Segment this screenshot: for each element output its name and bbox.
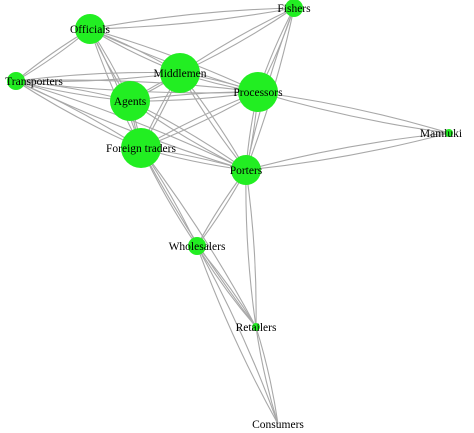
node-officials bbox=[75, 14, 105, 44]
node-label-foreign: Foreign traders bbox=[106, 143, 176, 155]
node-retailers bbox=[252, 323, 260, 331]
edge-processors-mamluki-1 bbox=[257, 91, 450, 134]
node-label-middlemen: Middlemen bbox=[153, 68, 206, 80]
edge-foreign-retailers-1 bbox=[140, 147, 257, 328]
node-transporters bbox=[7, 72, 25, 90]
node-label-transporters: Transporters bbox=[5, 76, 63, 88]
node-label-agents: Agents bbox=[114, 96, 147, 108]
node-label-fishers: Fishers bbox=[277, 3, 311, 15]
node-label-consumers: Consumers bbox=[252, 419, 304, 431]
edge-officials-fishers-0 bbox=[89, 7, 295, 30]
edge-porters-mamluki-0 bbox=[245, 132, 450, 171]
node-processors bbox=[238, 72, 278, 112]
edge-transporters-porters-1 bbox=[15, 80, 247, 171]
node-label-processors: Processors bbox=[233, 87, 283, 99]
node-agents bbox=[110, 81, 150, 121]
node-fishers bbox=[285, 0, 303, 17]
edge-retailers-consumers-0 bbox=[255, 326, 279, 425]
edge-processors-mamluki-0 bbox=[257, 91, 450, 134]
node-foreign bbox=[121, 128, 161, 168]
edge-layer bbox=[15, 7, 450, 425]
node-wholesalers bbox=[188, 237, 206, 255]
edge-transporters-porters-0 bbox=[15, 80, 247, 171]
edge-transporters-processors-1 bbox=[15, 79, 259, 93]
node-label-wholesalers: Wholesalers bbox=[169, 241, 226, 253]
node-middlemen bbox=[160, 53, 200, 93]
node-mamluki bbox=[445, 129, 453, 137]
node-label-officials: Officials bbox=[70, 24, 111, 36]
node-layer bbox=[7, 0, 453, 331]
node-label-mamluki: Mamluki bbox=[420, 128, 462, 140]
edge-retailers-consumers-1 bbox=[255, 326, 279, 425]
node-label-retailers: Retailers bbox=[236, 322, 277, 334]
edge-wholesalers-consumers-0 bbox=[196, 245, 279, 425]
edge-wholesalers-retailers-1 bbox=[196, 245, 257, 328]
edge-wholesalers-consumers-1 bbox=[196, 245, 279, 425]
node-porters bbox=[231, 155, 261, 185]
edge-officials-fishers-1 bbox=[89, 7, 295, 30]
node-label-porters: Porters bbox=[230, 165, 263, 177]
edge-porters-retailers-1 bbox=[245, 169, 257, 328]
edge-porters-mamluki-1 bbox=[245, 132, 450, 171]
edge-wholesalers-retailers-0 bbox=[196, 245, 257, 328]
edge-porters-retailers-0 bbox=[245, 169, 257, 328]
